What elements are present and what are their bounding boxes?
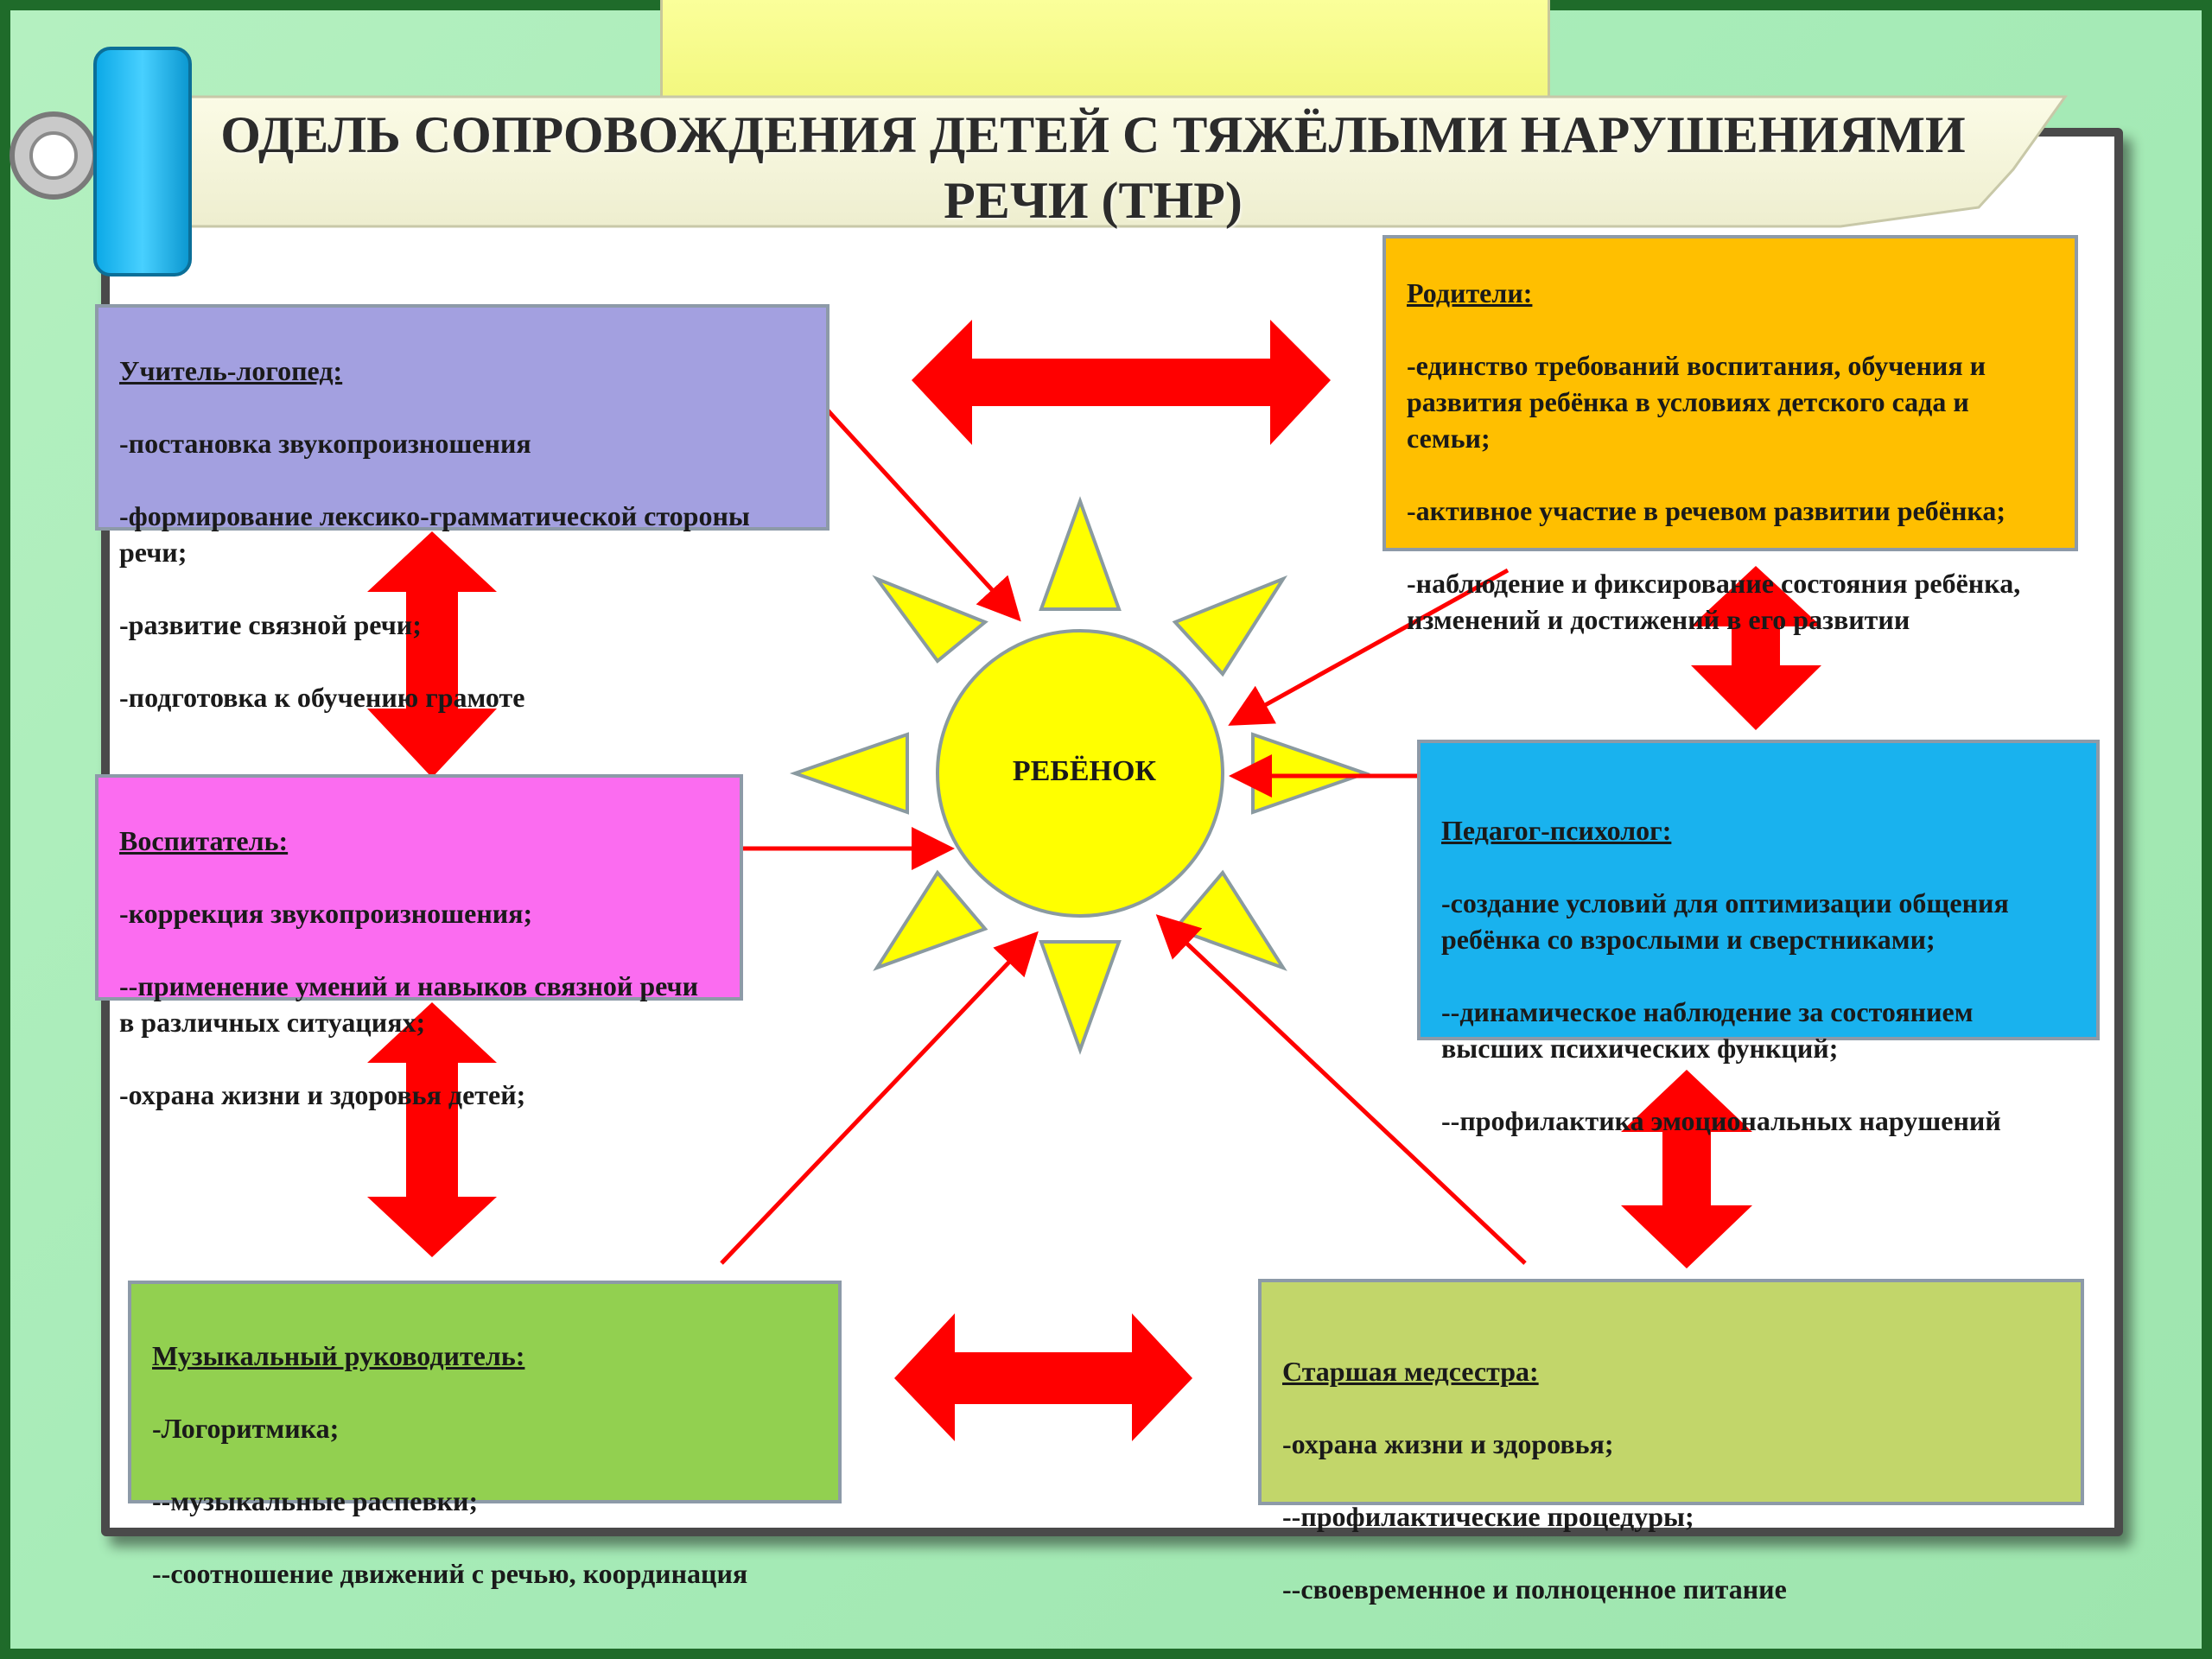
child-label: РЕБЁНОК: [1012, 755, 1157, 787]
box-head-nurse: Старшая медсестра: -охрана жизни и здоро…: [1258, 1279, 2084, 1605]
arrow-logoped-to-child: [826, 409, 1021, 622]
sun-ray-bottom-left: [873, 869, 988, 971]
box-line: --профилактика эмоциональных нарушений: [1441, 1105, 2001, 1136]
sun-ray-bottom: [1039, 940, 1122, 1055]
box-line: --соотношение движений с речью, координа…: [152, 1558, 748, 1589]
box-speech-therapist: Учитель-логопед: -постановка звукопроизн…: [95, 304, 830, 713]
box-parents: Родители: -единство требований воспитани…: [1382, 235, 2078, 635]
sun-ray-top: [1039, 496, 1122, 611]
box-heading: Учитель-логопед:: [119, 355, 343, 386]
box-line: -охрана жизни и здоровья;: [1282, 1428, 1614, 1459]
influence-arrows: [720, 409, 1527, 1265]
box-line: -охрана жизни и здоровья детей;: [119, 1079, 526, 1110]
box-line: -активное участие в речевом развитии реб…: [1407, 495, 2005, 526]
box-heading: Музыкальный руководитель:: [152, 1340, 525, 1371]
box-psychologist: Педагог-психолог: -создание условий для …: [1417, 740, 2100, 1136]
title-line-2: РЕЧИ (ТНР): [944, 172, 1243, 229]
double-arrow-right-upper: [1691, 566, 1821, 730]
double-arrow-top: [912, 320, 1331, 445]
double-arrows: [367, 320, 1821, 1441]
box-educator: Воспитатель: -коррекция звукопроизношени…: [95, 774, 743, 1110]
box-line: -создание условий для оптимизации общени…: [1441, 887, 2009, 955]
double-arrow-left-upper: [367, 531, 497, 778]
double-arrow-bottom: [894, 1313, 1192, 1441]
box-line: --музыкальные распевки;: [152, 1485, 479, 1516]
box-line: -наблюдение и фиксирование состояния реб…: [1407, 568, 2021, 635]
sun-rays: [789, 496, 1371, 1055]
box-heading: Старшая медсестра:: [1282, 1356, 1539, 1387]
box-heading: Родители:: [1407, 277, 1533, 308]
box-line: -подготовка к обучению грамоте: [119, 682, 525, 713]
box-line: -Логоритмика;: [152, 1413, 340, 1444]
box-line: -коррекция звукопроизношения;: [119, 898, 533, 929]
sun-ray-right: [1251, 732, 1371, 815]
sun-ray-left: [789, 732, 909, 815]
box-line: --применение умений и навыков связной ре…: [119, 970, 699, 1038]
box-line: --профилактические процедуры;: [1282, 1501, 1694, 1532]
sun-circle: [936, 629, 1224, 918]
page-title: ОДЕЛЬ СОПРОВОЖДЕНИЯ ДЕТЕЙ С ТЯЖЁЛЫМИ НАР…: [164, 102, 2022, 233]
arrow-parents-to-child: [1228, 568, 1510, 726]
box-music-director: Музыкальный руководитель: -Логоритмика; …: [128, 1281, 842, 1589]
box-line: --динамическое наблюдение за состоянием …: [1441, 996, 1974, 1064]
box-line: -развитие связной речи;: [119, 609, 422, 640]
box-heading: Педагог-психолог:: [1441, 815, 1672, 846]
arrow-music-to-child: [720, 931, 1039, 1265]
box-line: -постановка звукопроизношения: [119, 428, 531, 459]
box-line: -формирование лексико-грамматической сто…: [119, 500, 750, 568]
title-line-1: ОДЕЛЬ СОПРОВОЖДЕНИЯ ДЕТЕЙ С ТЯЖЁЛЫМИ НАР…: [220, 106, 1966, 163]
double-arrow-right-lower: [1621, 1070, 1752, 1268]
box-line: -единство требований воспитания, обучени…: [1407, 350, 1986, 454]
sun-ray-top-right: [1172, 575, 1288, 677]
arrow-nurse-to-child: [1155, 914, 1527, 1265]
sun-ray-top-left: [872, 575, 988, 664]
box-heading: Воспитатель:: [119, 825, 289, 856]
box-line: --своевременное и полноценное питание: [1282, 1573, 1787, 1605]
sun-ray-bottom-right: [1172, 869, 1287, 971]
double-arrow-left-lower: [367, 1002, 497, 1257]
